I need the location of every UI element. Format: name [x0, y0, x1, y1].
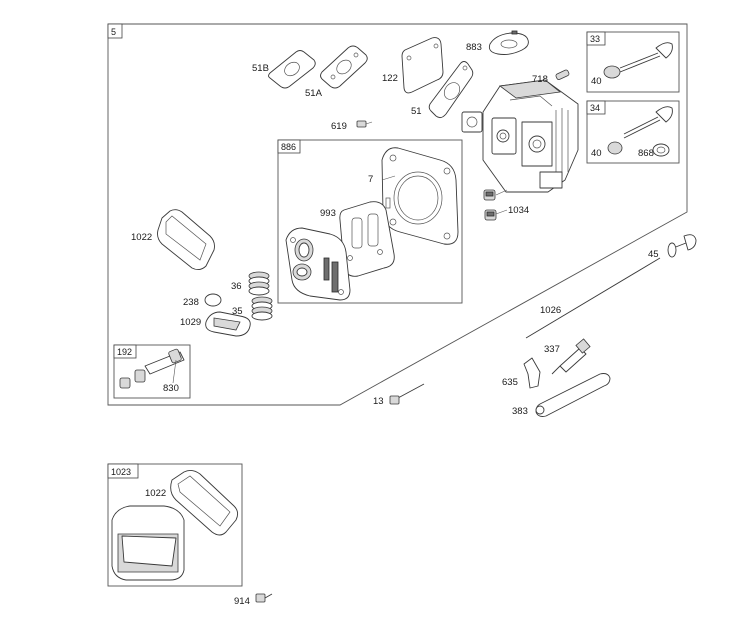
cover-gasket-1022-icon: [157, 209, 215, 271]
rocker-arm-1029-icon: [205, 311, 251, 337]
callout-383: 383: [512, 406, 528, 417]
callout-35: 35: [232, 306, 243, 317]
head-gasket-kit-frame: [277, 139, 463, 304]
breather-kit-number: 192: [117, 347, 132, 357]
callout-45: 45: [648, 249, 659, 260]
valve-cover-kit-number-box: [107, 463, 139, 479]
cylinder-head-icon: [461, 79, 579, 193]
bolt-13-icon: [389, 383, 425, 405]
callout-51b: 51B: [252, 63, 269, 74]
valve-cover-icon: [111, 505, 185, 581]
intake-valve-frame: [586, 100, 680, 164]
callout-36: 36: [231, 281, 242, 292]
callout-619: 619: [331, 121, 347, 132]
washer-238-icon: [204, 293, 222, 307]
callout-51a: 51A: [305, 88, 323, 99]
callout-1034: 1034: [508, 205, 529, 216]
spark-plug-337-icon: [551, 338, 591, 375]
gasket-51-icon: [428, 61, 474, 119]
breather-tube-icon: [119, 348, 185, 389]
callout-337: 337: [544, 344, 560, 355]
callout-883: 883: [466, 42, 482, 53]
callout-993: 993: [320, 208, 336, 219]
exhaust-valve-icon: [603, 42, 673, 79]
exhaust-valve-frame: [586, 31, 680, 93]
callout-40-exhaust: 40: [591, 76, 602, 87]
valve-45-icon: [667, 234, 697, 258]
exhaust-valve-number: 33: [590, 34, 600, 44]
valve-cover-kit-number: 1023: [111, 467, 131, 477]
cover-gasket-1022b-icon: [170, 469, 239, 536]
gasket-883-icon: [488, 30, 529, 55]
valve-plate-icon: [285, 227, 351, 301]
push-rod-1026-icon: [525, 257, 661, 339]
head-gasket-7-icon: [381, 147, 459, 245]
main-group-number-box: [107, 23, 123, 39]
callout-1022: 1022: [131, 232, 152, 243]
dowel-pin-718-icon: [555, 69, 570, 80]
callout-830: 830: [163, 383, 179, 394]
exhaust-valve-number-box: [586, 31, 606, 46]
callout-13: 13: [373, 396, 384, 407]
callout-868: 868: [638, 148, 654, 159]
callout-1026: 1026: [540, 305, 561, 316]
callout-1022-cover-kit: 1022: [145, 488, 166, 499]
bolt-619-icon: [356, 120, 373, 128]
gasket-51a-icon: [320, 45, 368, 89]
intake-valve-icon: [607, 106, 673, 157]
callout-635: 635: [502, 377, 518, 388]
callout-51: 51: [411, 106, 422, 117]
breather-kit-frame: [113, 344, 191, 399]
tube-383-icon: [535, 373, 611, 417]
valve-retainer-1034-icon: [483, 189, 497, 221]
spacer-122-icon: [401, 37, 444, 94]
callout-238: 238: [183, 297, 199, 308]
gasket-993-icon: [339, 201, 395, 277]
gasket-51b-icon: [268, 50, 316, 89]
valve-cover-kit-frame: [107, 463, 243, 587]
head-gasket-kit-number: 886: [281, 142, 296, 152]
valve-spring-36-icon: [248, 271, 270, 296]
callout-122: 122: [382, 73, 398, 84]
main-group-number: 5: [111, 27, 116, 37]
screw-914-icon: [255, 593, 273, 603]
valve-spring-35-icon: [251, 296, 273, 321]
callout-40-intake: 40: [591, 148, 602, 159]
main-group-frame: [107, 23, 688, 406]
intake-valve-number: 34: [590, 103, 600, 113]
callout-718: 718: [532, 74, 548, 85]
intake-valve-number-box: [586, 100, 606, 115]
callout-7: 7: [368, 174, 373, 185]
elbow-635-icon: [523, 357, 541, 389]
callout-914: 914: [234, 596, 250, 607]
breather-kit-number-box: [113, 344, 137, 359]
head-gasket-kit-number-box: [277, 139, 301, 154]
callout-1029: 1029: [180, 317, 201, 328]
